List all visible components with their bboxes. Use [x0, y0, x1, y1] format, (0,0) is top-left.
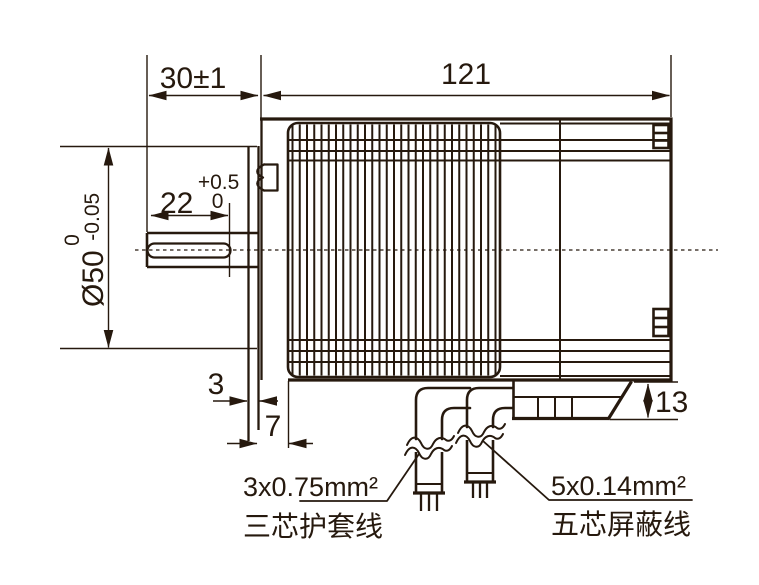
- signal-cable-label: 五芯屏蔽线: [551, 509, 691, 540]
- dim-keyway-length: 22 +0.5 0: [160, 171, 244, 220]
- leader-lines: [299, 440, 693, 502]
- keyway-slot: [146, 242, 232, 259]
- dim-shaft-extension: 30±1: [160, 62, 227, 95]
- break-mark: [404, 445, 453, 460]
- power-cable-spec: 3x0.75mm²: [243, 472, 378, 502]
- signal-cable: [455, 386, 515, 498]
- tie-rod-bands: [288, 122, 671, 377]
- signal-cable-leader: [482, 440, 693, 501]
- signal-cable-spec: 5x0.14mm²: [551, 471, 686, 501]
- dim-pilot-depth: 7: [265, 410, 282, 443]
- front-face-tab: [256, 163, 279, 192]
- power-cable: [404, 386, 472, 511]
- break-mark: [406, 435, 455, 450]
- dim-flange-thickness: 3: [208, 368, 225, 401]
- motor-body: [247, 117, 673, 441]
- dim-shaft-diameter: Ø50 0 -0.05: [61, 193, 110, 307]
- dim-connector-height: 13: [655, 386, 688, 419]
- break-mark: [457, 423, 506, 438]
- power-cable-leader: [299, 453, 420, 502]
- dim-body-length: 121: [441, 58, 491, 91]
- power-cable-label: 三芯护套线: [243, 511, 383, 542]
- extension-lines: [60, 55, 678, 448]
- break-mark: [455, 433, 504, 448]
- shaft: [145, 231, 259, 269]
- svg-text:Ø50 0 -0.05: Ø50 0 -0.05: [61, 193, 110, 307]
- dimension-lines: [103, 90, 670, 449]
- rib-block-top: [652, 123, 670, 150]
- connector-housing: [512, 380, 633, 421]
- rib-block-bottom: [652, 307, 670, 338]
